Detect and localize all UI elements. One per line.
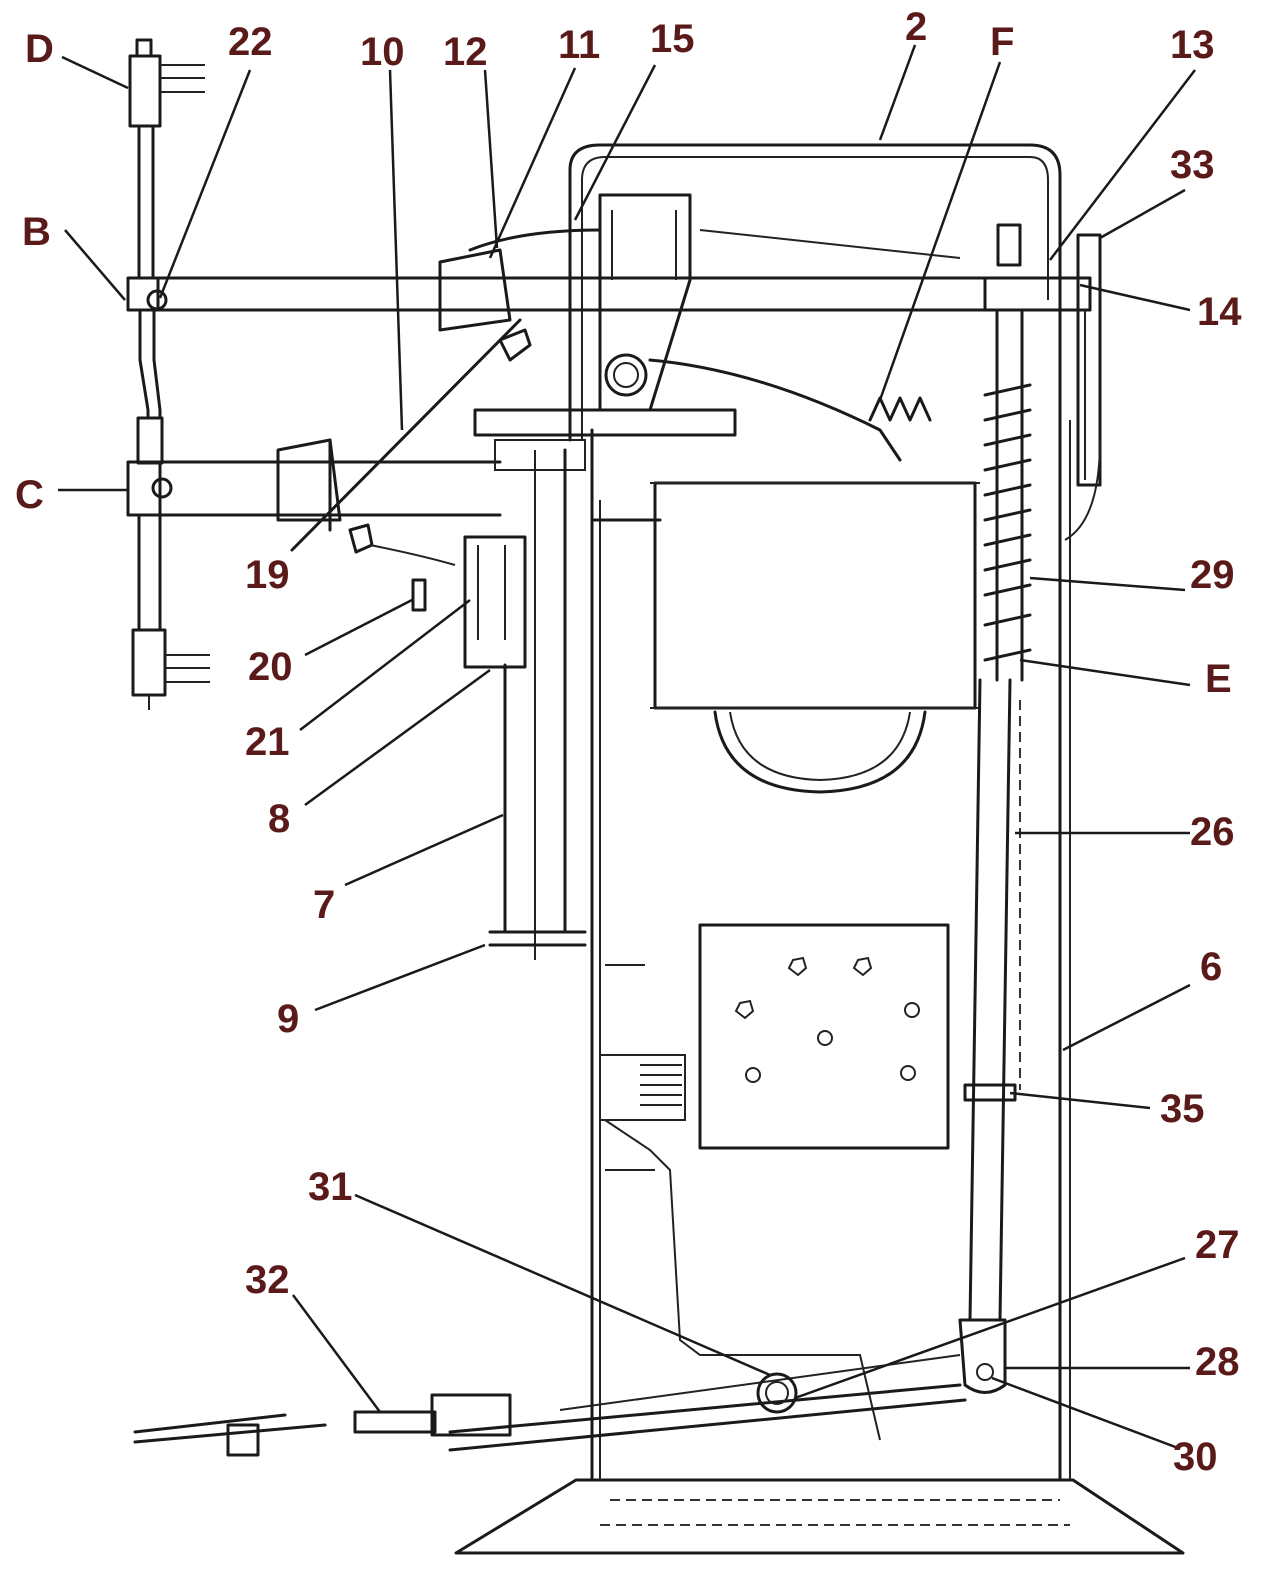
leader-lines <box>58 44 1196 1450</box>
water-tube <box>1064 233 1102 541</box>
callout-19: 19 <box>245 553 290 597</box>
upper-electrode-holder <box>128 38 205 420</box>
base-plate <box>454 1478 1185 1555</box>
callout-7: 7 <box>313 883 335 927</box>
lower-arm <box>126 438 502 532</box>
pressure-spring <box>983 223 1032 682</box>
callout-10: 10 <box>360 30 405 74</box>
callout-2: 2 <box>905 5 927 49</box>
callout-27: 27 <box>1195 1223 1240 1267</box>
callout-11: 11 <box>558 23 600 67</box>
callout-6: 6 <box>1200 945 1222 989</box>
callout-33: 33 <box>1170 143 1215 187</box>
callout-13: 13 <box>1170 23 1215 67</box>
callout-21: 21 <box>245 720 290 764</box>
small-parts <box>290 318 522 612</box>
vent-louvres <box>599 964 686 1121</box>
callout-22: 22 <box>228 20 273 64</box>
lower-electrode-holder <box>131 416 210 710</box>
callout-29: 29 <box>1190 553 1235 597</box>
callout-F: F <box>990 20 1014 64</box>
lower-arm-bracket <box>463 408 737 960</box>
callout-12: 12 <box>443 30 488 74</box>
callout-8: 8 <box>268 797 290 841</box>
callout-32: 32 <box>245 1258 290 1302</box>
transformer <box>650 481 980 794</box>
pivot-assembly <box>468 193 961 462</box>
callout-35: 35 <box>1160 1087 1205 1131</box>
callout-labels: D 22 10 12 11 15 2 F 13 33 B 14 C 19 29 … <box>15 5 1242 1479</box>
callout-31: 31 <box>308 1165 353 1209</box>
callout-30: 30 <box>1173 1435 1218 1479</box>
control-panel <box>698 923 950 1150</box>
pedal-pull-rod <box>958 678 1021 1394</box>
upper-arm <box>126 248 1092 332</box>
upper-frame-arch <box>568 143 1062 442</box>
callout-9: 9 <box>277 997 299 1041</box>
foot-pedal <box>133 1354 967 1457</box>
callout-15: 15 <box>650 17 695 61</box>
callout-26: 26 <box>1190 810 1235 854</box>
callout-28: 28 <box>1195 1340 1240 1384</box>
callout-E: E <box>1205 657 1232 701</box>
callout-C: C <box>15 473 44 517</box>
callout-D: D <box>25 27 54 71</box>
callout-14: 14 <box>1197 290 1242 334</box>
callout-B: B <box>22 210 51 254</box>
callout-20: 20 <box>248 645 293 689</box>
spring-f <box>868 396 932 422</box>
